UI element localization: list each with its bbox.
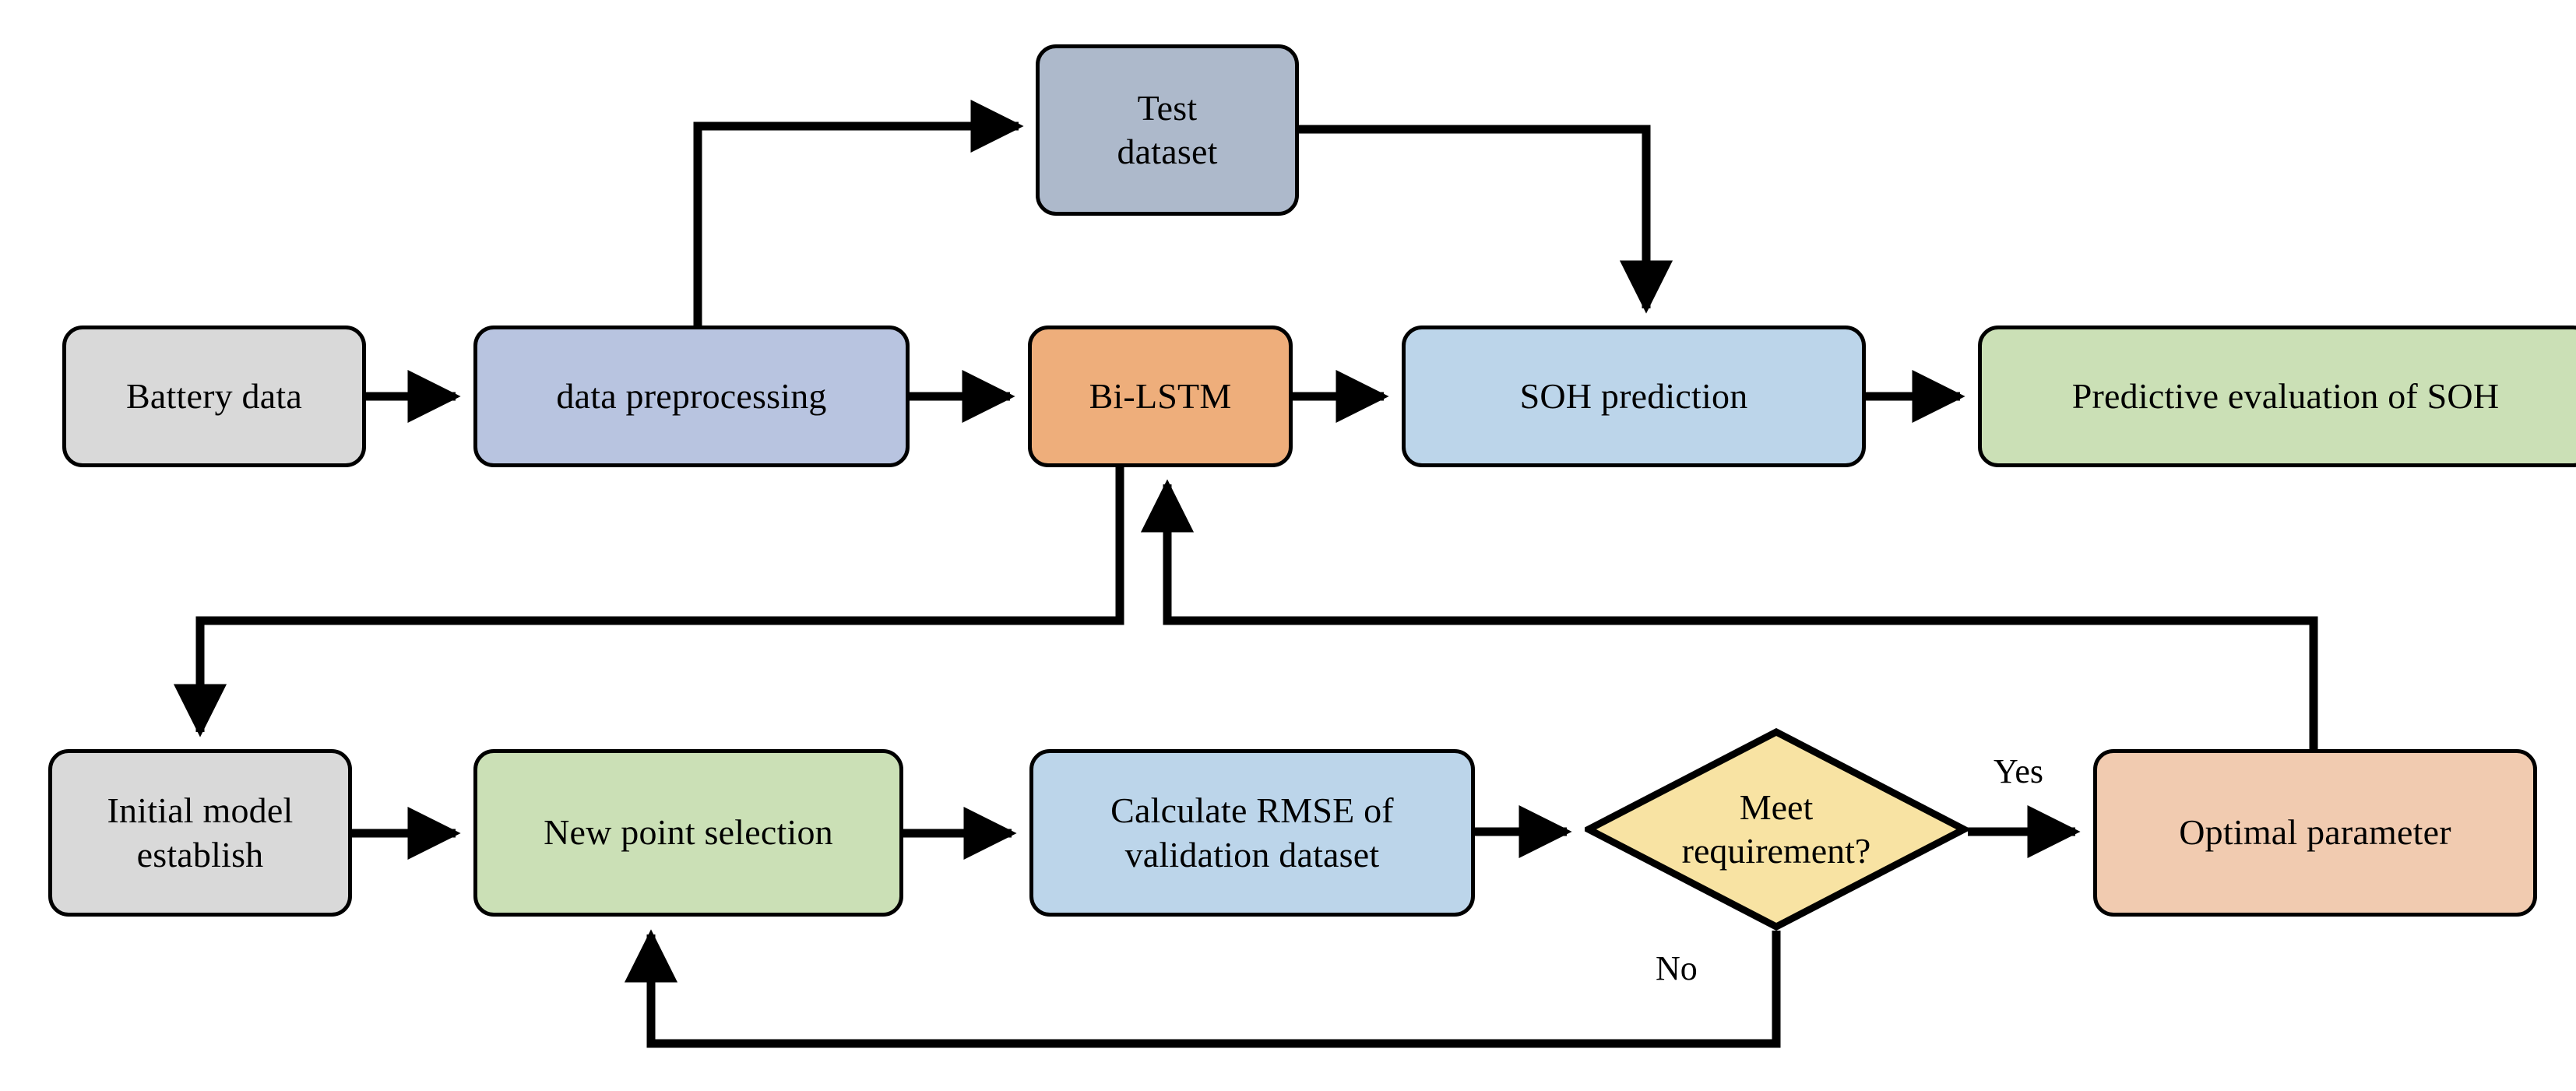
node-soh-prediction[interactable]: SOH prediction: [1402, 326, 1866, 467]
node-predictive-evaluation-of-soh[interactable]: Predictive evaluation of SOH: [1978, 326, 2576, 467]
edge-optimalparameter-to-bilstm: [1140, 479, 2318, 749]
node-test-dataset[interactable]: Test dataset: [1036, 44, 1299, 216]
node-meet-requirement-label: Meet requirement?: [1681, 787, 1871, 871]
node-meet-requirement-decision[interactable]: Meet requirement?: [1585, 728, 1968, 931]
edge-label-yes: Yes: [1994, 752, 2044, 790]
edge-bilstm-to-initialmodel: [173, 467, 1124, 737]
node-initial-model-establish[interactable]: Initial model establish: [48, 749, 352, 917]
diamond-shape: [1585, 728, 1968, 931]
edge-label-no: No: [1656, 949, 1698, 987]
node-optimal-parameter[interactable]: Optimal parameter: [2093, 749, 2537, 917]
node-new-point-selection[interactable]: New point selection: [473, 749, 903, 917]
edge-testdataset-to-sohprediction: [1299, 125, 1673, 314]
node-bi-lstm[interactable]: Bi-LSTM: [1028, 326, 1293, 467]
edge-meetrequirement-no-to-newpoint: [624, 929, 1781, 1048]
edge-preprocessing-to-testdataset: [693, 99, 1024, 326]
node-calculate-rmse-of-validation-dataset[interactable]: Calculate RMSE of validation dataset: [1029, 749, 1475, 917]
node-battery-data[interactable]: Battery data: [62, 326, 366, 467]
node-data-preprocessing[interactable]: data preprocessing: [473, 326, 910, 467]
